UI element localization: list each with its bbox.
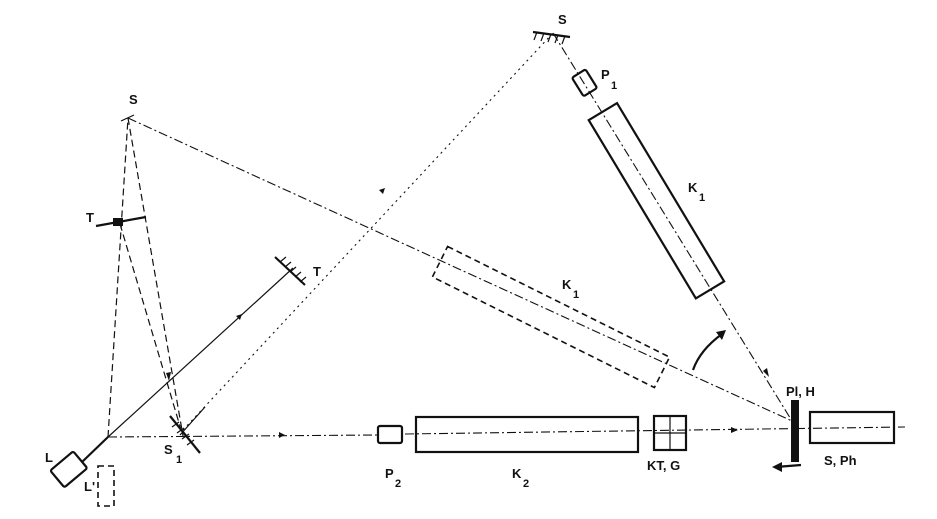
mirror-s-left: [120, 114, 135, 122]
label-p2: P: [385, 466, 394, 481]
label-s1: S: [164, 442, 173, 457]
arrow-5: [763, 368, 769, 377]
arrow-6: [166, 372, 171, 381]
label-k1-solid-sub: 1: [699, 192, 705, 204]
mirror-t-mid: [274, 256, 307, 286]
label-k1-dashed: K: [562, 277, 572, 292]
label-l-laser: L: [45, 450, 53, 465]
label-t-mid: T: [313, 264, 321, 279]
label-kt-g: KT, G: [647, 458, 680, 473]
beam-split-to-t-mid: [107, 267, 294, 438]
arrow-4: [379, 188, 385, 194]
label-s-left: S: [129, 92, 138, 107]
cell-k1-dashed: [431, 245, 671, 389]
label-k2-sub: 2: [523, 478, 529, 490]
label-s-ph: S, Ph: [824, 453, 857, 468]
beam-laser-to-split: [81, 436, 109, 463]
rotation-arrow: [691, 333, 723, 371]
beam-main-horizontal: [107, 434, 379, 438]
beam-vertical-to-s-left: [107, 117, 129, 438]
prism-p1: [571, 68, 598, 97]
label-p2-sub: 2: [395, 478, 401, 490]
label-p1-sub: 1: [611, 80, 617, 92]
beam-s-top-to-plate: [552, 32, 793, 422]
label-k1-solid: K: [688, 180, 698, 195]
label-k1-dashed-sub: 1: [573, 289, 579, 301]
prism-p2: [376, 424, 404, 445]
label-pl-h: Pl, H: [786, 384, 815, 399]
rotation-arrow-head: [716, 330, 726, 340]
splitter-s1: [169, 406, 206, 454]
label-s-top-right: S: [558, 12, 567, 27]
arrow-2: [731, 427, 738, 433]
label-t-left: T: [86, 210, 94, 225]
arrow-1: [279, 432, 285, 438]
plate-pl-h: [772, 400, 802, 472]
cell-k2: [414, 415, 640, 454]
beam-t-to-s1: [119, 223, 183, 434]
arrow-3: [236, 314, 242, 320]
cell-s-ph: [808, 410, 896, 445]
cell-k1-solid: [587, 101, 726, 300]
beam-s1-to-s-top: [182, 32, 554, 431]
mirror-s-top-right: [532, 30, 571, 45]
mirror-t-left: [95, 215, 147, 228]
label-p1: P: [601, 67, 610, 82]
laser-l-dashed: [97, 465, 115, 507]
beam-s-left-to-s1: [127, 117, 184, 437]
label-l-dashed: L': [84, 479, 95, 494]
label-s1-sub: 1: [176, 454, 182, 466]
label-k2: K: [512, 466, 522, 481]
beam-s-left-to-plate: [127, 117, 793, 422]
kt-g-element: [652, 414, 688, 452]
laser-l: [49, 451, 88, 488]
